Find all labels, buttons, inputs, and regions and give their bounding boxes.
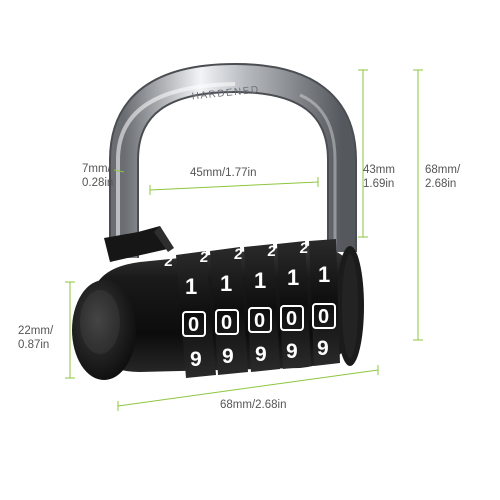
shackle-thickness-label: 7mm/ 0.28in — [82, 162, 113, 190]
dial-digit: 1 — [220, 271, 232, 296]
dial-digit: 9 — [286, 340, 298, 363]
total-height-label: 68mm/ 2.68in — [425, 163, 460, 191]
dial-wheel[interactable] — [309, 239, 340, 366]
dial-digit: 0 — [318, 306, 329, 328]
label-line: 0.28in — [82, 177, 114, 189]
dial-digit: 1 — [185, 274, 197, 299]
body-width-line — [117, 369, 379, 407]
dial-digit: 9 — [317, 337, 329, 360]
shackle-thickness-leader — [113, 169, 125, 173]
label-line: 22mm/ — [18, 325, 54, 337]
combination-dials[interactable]: 2 2 2 2 2 1 1 1 1 1 0 0 0 0 0 — [164, 239, 340, 378]
body-width-label: 68mm/2.68in — [220, 399, 287, 411]
dial-digit: 0 — [188, 314, 199, 336]
dial-wheel[interactable] — [176, 251, 216, 378]
label-line: 1.69in — [363, 178, 395, 190]
shackle-width-label: 45mm/1.77in — [190, 167, 257, 179]
left-end-cap — [72, 280, 136, 380]
body-depth-label: 22mm/ 0.87in — [18, 324, 53, 352]
dimension-lines — [65, 69, 423, 411]
label-line: 68mm/ — [425, 164, 461, 176]
dial-digit: 2 — [299, 240, 309, 257]
dial-digit: 0 — [221, 312, 232, 334]
dial-digit: 1 — [318, 262, 330, 287]
dial-digit: 9 — [222, 345, 234, 368]
dial-digit: 9 — [255, 343, 267, 366]
dial-digit: 1 — [254, 268, 266, 293]
dial-digit: 2 — [233, 246, 243, 263]
shackle-height-label: 43mm 1.69in — [363, 163, 395, 191]
label-line: 7mm/ — [82, 163, 111, 175]
label-line: 2.68in — [425, 178, 457, 190]
dial-digit: 2 — [164, 253, 174, 270]
dial-digit: 2 — [199, 249, 209, 266]
selected-code-window — [182, 303, 336, 337]
dial-digit: 1 — [287, 265, 299, 290]
label-line: 0.87in — [18, 339, 50, 351]
shackle-collar — [104, 226, 172, 262]
dial-digit: 9 — [190, 348, 202, 371]
label-line: 43mm — [363, 164, 395, 176]
dial-digit: 0 — [254, 310, 265, 332]
shackle-width-line — [149, 181, 319, 191]
dial-digit: 2 — [267, 243, 277, 260]
dial-digit: 0 — [286, 308, 297, 330]
